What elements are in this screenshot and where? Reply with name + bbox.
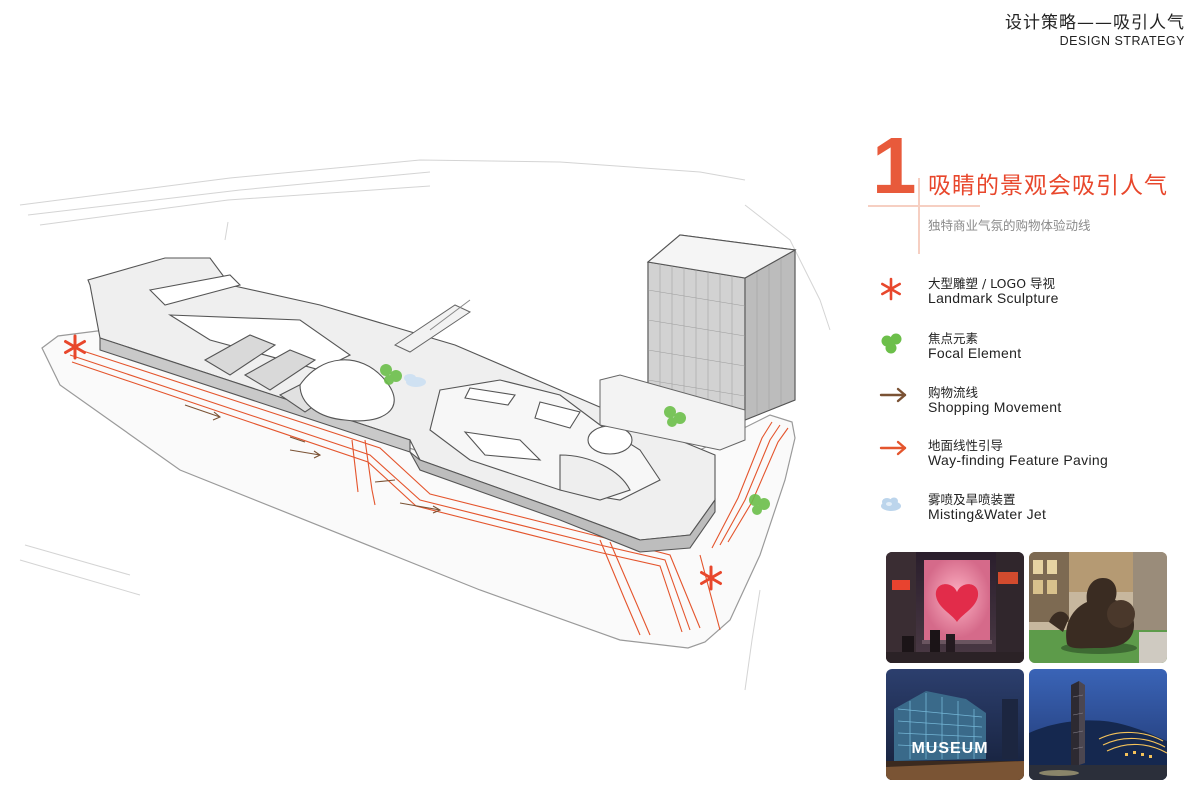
header-title-en: DESIGN STRATEGY [1059, 34, 1185, 48]
legend-item-focal-element: 焦点元素 Focal Element [878, 327, 1178, 371]
museum-sign-text: MUSEUM [911, 740, 988, 757]
photo-bronze-sculpture [1029, 552, 1167, 663]
legend-label-en: Misting&Water Jet [928, 506, 1047, 522]
mist-cloud-marker [404, 374, 426, 387]
strategy-number: 1 [872, 121, 917, 210]
header-title-cn: 设计策略——吸引人气 [1005, 13, 1185, 33]
focal-element-markers [380, 364, 770, 515]
strategy-title: 吸睛的景观会吸引人气 [928, 173, 1168, 199]
legend-item-misting-water-jet: 雾喷及旱喷装置 Misting&Water Jet [878, 488, 1178, 532]
mist-cloud-icon [881, 497, 901, 511]
legend-label-cn: 焦点元素 [928, 331, 979, 346]
shopping-movement-arrows [184, 404, 442, 514]
wayfinding-paving-lines [69, 349, 789, 636]
legend-label-en: Landmark Sculpture [928, 290, 1059, 306]
asterisk-icon [881, 277, 901, 301]
legend-item-shopping-movement: 购物流线 Shopping Movement [878, 381, 1178, 425]
legend-label-en: Focal Element [928, 345, 1022, 361]
sky-bridge [393, 299, 472, 353]
legend-label-cn: 购物流线 [928, 385, 979, 400]
brown-arrow-icon [879, 387, 907, 403]
legend-label-cn: 雾喷及旱喷装置 [928, 492, 1016, 507]
legend-label-cn: 地面线性引导 [928, 438, 1004, 453]
context-site-lines [19, 159, 831, 691]
legend-label-cn: 大型雕塑 / LOGO 导视 [928, 276, 1056, 291]
green-dots-icon [881, 333, 902, 354]
title-crossline-vertical [918, 178, 920, 254]
legend-label-en: Way-finding Feature Paving [928, 452, 1109, 468]
photo-bronze-sculpture-illustration [1029, 552, 1167, 663]
photo-tower-sculpture-night-illustration [1029, 669, 1167, 780]
photo-heart-mist-screen [886, 552, 1024, 663]
legend-item-wayfinding-paving: 地面线性引导 Way-finding Feature Paving [878, 434, 1178, 478]
landmark-asterisk-markers [64, 334, 722, 591]
photo-heart-mist-screen-illustration [886, 552, 1024, 663]
orange-arrow-icon [879, 440, 907, 456]
podium-building [87, 257, 716, 553]
title-crossline-horizontal [868, 205, 980, 207]
legend-item-landmark-sculpture: 大型雕塑 / LOGO 导视 Landmark Sculpture [878, 272, 1178, 316]
photo-tower-sculpture-night [1029, 669, 1167, 780]
strategy-subtitle: 独特商业气氛的购物体验动线 [928, 218, 1091, 233]
office-tower [646, 234, 797, 421]
site-plan-axonometric [19, 159, 831, 691]
legend-label-en: Shopping Movement [928, 399, 1062, 415]
page-header: 设计策略——吸引人气 DESIGN STRATEGY [1005, 12, 1185, 49]
photo-museum-facade: MUSEUM [886, 669, 1024, 780]
photo-museum-facade-illustration: MUSEUM [886, 669, 1024, 780]
